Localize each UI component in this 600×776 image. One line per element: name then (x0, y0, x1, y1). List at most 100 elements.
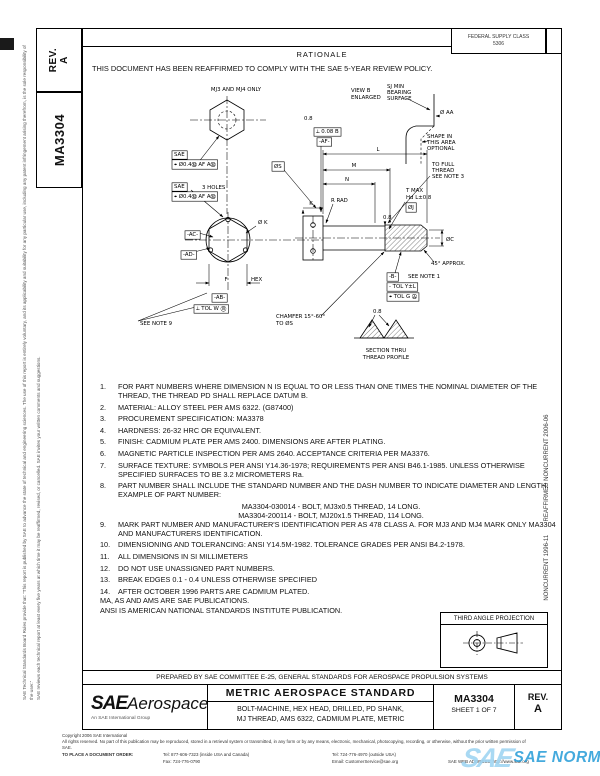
header-divider (82, 46, 451, 47)
note-text: BREAK EDGES 0.1 - 0.4 UNLESS OTHERWISE S… (118, 575, 317, 585)
drawing-label: 3 HOLES (202, 185, 226, 191)
drawing-label: - TOL Y±L (389, 284, 416, 290)
sidebar-doc-number: MA3304 (51, 113, 67, 167)
drawing-label-box (386, 272, 399, 282)
rights-reserved-line: All rights reserved. No part of this pub… (62, 739, 526, 750)
note-number: 6. (100, 448, 107, 458)
note-item: 13. BREAK EDGES 0.1 - 0.4 UNLESS OTHERWIS… (100, 575, 562, 584)
note-text: AFTER OCTOBER 1996 PARTS ARE CADMIUM PLA… (118, 586, 310, 596)
drawing-label: THREAD PROFILE (362, 355, 410, 361)
sae-logo: SAE (91, 693, 128, 714)
drawing-label-box (316, 137, 332, 147)
fsc-code: 5306 (492, 40, 505, 47)
note-text: HARDNESS: 26-32 HRC OR EQUIVALENT. (118, 425, 262, 435)
drawing-label-box (193, 304, 229, 314)
drawing-label: HEX (251, 277, 262, 283)
drawing-label: -AD- (183, 252, 195, 258)
note-item: 2.MATERIAL: ALLOY STEEL PER AMS 6322. (G… (100, 403, 562, 412)
rationale-body: THIS DOCUMENT HAS BEEN REAFFIRMED TO COM… (92, 64, 433, 73)
sae-aerospace-logo-cell: SAEAerospace An SAE International Group (82, 684, 208, 730)
view-b-enlarged (405, 94, 440, 164)
revision-value: A (534, 703, 542, 715)
drawing-label: THIS AREA (426, 140, 456, 146)
note-text: DIMENSIONING AND TOLERANCING: ANSI Y14.5… (118, 540, 465, 550)
drawing-label: -AF- (319, 139, 330, 145)
note-item: MA3304-200114 - BOLT, MJ20x1.5 THREAD, 1… (238, 510, 424, 520)
note-number: 1. (100, 382, 107, 391)
drawing-label: SECTION THRU (366, 348, 407, 354)
notes-footnotes: MA, AS AND AMS ARE SAE PUBLICATIONS. ANS… (100, 596, 560, 615)
drawing-label: SAE (174, 184, 185, 190)
drawing-label: SEE NOTE 3 (432, 174, 464, 180)
fsc-side-cell (546, 28, 562, 54)
phone-outside-usa: Tel: 724-776-4970 (outside USA) (332, 752, 396, 757)
drawing-label-box (171, 159, 218, 170)
drawing-label: ØC (446, 236, 454, 243)
drawing-label: T MAX (405, 188, 423, 194)
note-text: PART NUMBER SHALL INCLUDE THE STANDARD N… (118, 481, 549, 500)
prepared-by-bar: PREPARED BY SAE COMMITTEE E-25, GENERAL … (82, 670, 562, 685)
note-item: 8. PART NUMBER SHALL INCLUDE THE STANDARD… (100, 481, 562, 499)
drawing-label: ØJ (408, 204, 414, 211)
note-text: MARK PART NUMBER AND MANUFACTURER'S IDEN… (118, 519, 556, 538)
drawing-label: OPTIONAL (427, 146, 454, 152)
drawing-label: R RAD (331, 198, 348, 204)
disclaimer-line-1: SAE Technical Standards Board Rules prov… (22, 45, 34, 700)
footnote-sae-publications: MA, AS AND AMS ARE SAE PUBLICATIONS. (100, 596, 250, 605)
rationale-heading: RATIONALE (296, 50, 348, 59)
drawing-label: SAE (174, 152, 185, 158)
drawing-label: Ø AA (440, 109, 454, 116)
sheet-info: SHEET 1 OF 7 (451, 707, 497, 714)
note-text: FOR PART NUMBERS WHERE DIMENSION N IS EQ… (118, 382, 538, 400)
sae-norm-watermark: SAE SAE NORM (459, 742, 600, 774)
third-angle-projection-box: THIRD ANGLE PROJECTION (440, 612, 548, 668)
document-number-cell: MA3304 SHEET 1 OF 7 (433, 684, 515, 730)
drawing-label-box (211, 293, 228, 303)
revision-label: REV. (527, 692, 549, 702)
note-text: ALL DIMENSIONS IN SI MILLIMETERS (118, 551, 248, 561)
drawing-label: ⟂ 0.08 B (316, 129, 339, 135)
drawing-label: SURFACE (387, 96, 412, 102)
footnote-ansi: ANSI IS AMERICAN NATIONAL STANDARDS INST… (100, 605, 343, 615)
hex-front-view (137, 189, 325, 322)
note-number: 8. (100, 481, 107, 491)
drawing-label-box (171, 191, 218, 202)
scan-binder-mark (0, 38, 14, 50)
note-item: 3.PROCUREMENT SPECIFICATION: MA3378 (100, 414, 562, 423)
drawing-label: SHAPE IN (427, 134, 452, 140)
note-item: 6.MAGNETIC PARTICLE INSPECTION PER AMS 2… (100, 449, 562, 458)
drawing-label: TO ØS (275, 320, 293, 327)
drawing-label-box (271, 161, 285, 172)
drawing-label-box (405, 202, 417, 213)
drawing-label: ENLARGED (351, 95, 381, 101)
drawing-label-box (171, 150, 188, 160)
standard-type-heading: METRIC AEROSPACE STANDARD (208, 685, 433, 702)
sae-norm-watermark-text: SAE NORM (513, 749, 600, 766)
standard-title-line-2: MJ THREAD, AMS 6322, CADMIUM PLATE, METR… (236, 715, 405, 723)
thread-profile-section (354, 314, 414, 339)
note-text: FINISH: CADMIUM PLATE PER AMS 2400. DIME… (118, 437, 386, 447)
third-angle-projection-label: THIRD ANGLE PROJECTION (441, 613, 547, 625)
drawing-label: F (224, 277, 227, 283)
federal-supply-class-box: FEDERAL SUPPLY CLASS 5306 (451, 28, 546, 54)
drawing-label: MJ3 AND MJ4 ONLY (211, 87, 262, 93)
note-item: 11.ALL DIMENSIONS IN SI MILLIMETERS (100, 552, 562, 561)
drawing-label-box (171, 182, 188, 192)
drawing-label: -B- (389, 274, 396, 280)
drawing-label: N (345, 177, 349, 183)
note-item: 9.MARK PART NUMBER AND MANUFACTURER'S ID… (100, 520, 562, 538)
standard-title-line-1: BOLT-MACHINE, HEX HEAD, DRILLED, PD SHAN… (237, 706, 404, 713)
drawing-label: THREAD (431, 168, 454, 174)
sae-web-address: SAE WEB ADDRESS: http://www.sae.org (448, 759, 529, 764)
third-angle-projection-icon (463, 631, 523, 655)
drawing-label: SJ MIN (387, 84, 404, 90)
drawing-label: ⌖ Ø0.4Ⓜ AF AⓂ (174, 161, 216, 168)
note-number: 7. (100, 460, 107, 470)
note-number: 12. (100, 563, 111, 573)
drawing-label: M (352, 163, 357, 169)
drawing-label-box (180, 250, 197, 260)
note-number: 13. (100, 575, 111, 585)
drawing-label: Hd L±0.8 (406, 195, 432, 201)
